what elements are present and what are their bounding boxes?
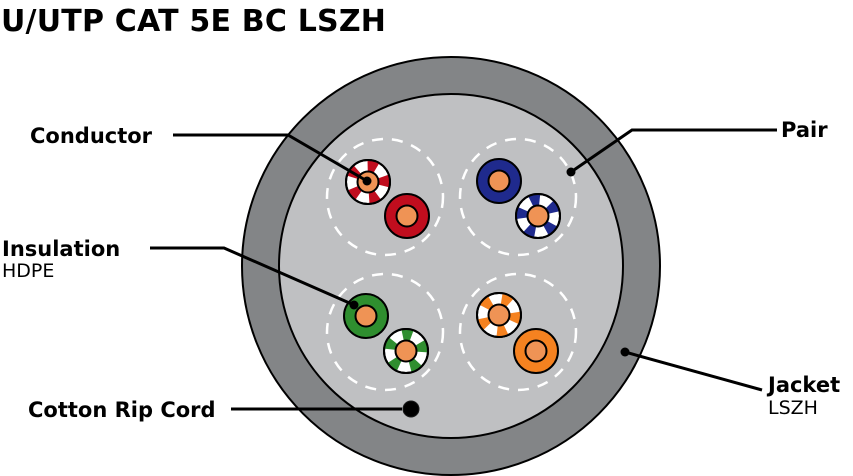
conductor-callout-dot <box>362 176 372 186</box>
pair-circle-bottom-right <box>458 272 578 392</box>
conductor-core <box>394 339 418 363</box>
pair-label: Pair <box>781 118 828 142</box>
rip-cord-dot <box>402 400 420 418</box>
wire-striped-red <box>345 159 391 205</box>
conductor-callout-line <box>173 133 368 183</box>
insulation-callout-dot <box>349 300 359 310</box>
pair-callout-line <box>570 128 777 174</box>
insulation-material-label: HDPE <box>2 260 54 282</box>
conductor-core <box>395 204 419 228</box>
wire-striped-orange <box>476 292 522 338</box>
pair-circle-top-right <box>458 137 578 257</box>
jacket-callout-line <box>624 350 763 392</box>
pair-circle-top-left <box>325 137 445 257</box>
wire-solid-green <box>343 293 389 339</box>
conductor-label: Conductor <box>30 124 153 148</box>
cable-interior <box>278 93 624 439</box>
pair-callout-dot <box>566 167 576 177</box>
pair-circle-bottom-left <box>325 272 445 392</box>
conductor-core <box>526 204 550 228</box>
conductor-core <box>524 339 548 363</box>
page-title: U/UTP CAT 5E BC LSZH <box>1 4 386 39</box>
jacket-callout-dot <box>620 347 630 357</box>
wire-striped-green <box>383 328 429 374</box>
insulation-callout-line <box>150 246 355 307</box>
conductor-core <box>487 169 511 193</box>
wire-solid-blue <box>476 158 522 204</box>
wire-solid-orange <box>513 328 559 374</box>
jacket-label: Jacket <box>766 373 840 397</box>
wire-solid-red <box>384 193 430 239</box>
insulation-label: Insulation <box>2 237 120 261</box>
jacket-material-label: LSZH <box>768 397 818 419</box>
conductor-core <box>487 303 511 327</box>
rip-cord-label: Cotton Rip Cord <box>28 398 216 422</box>
wire-striped-blue <box>515 193 561 239</box>
conductor-core <box>354 304 378 328</box>
